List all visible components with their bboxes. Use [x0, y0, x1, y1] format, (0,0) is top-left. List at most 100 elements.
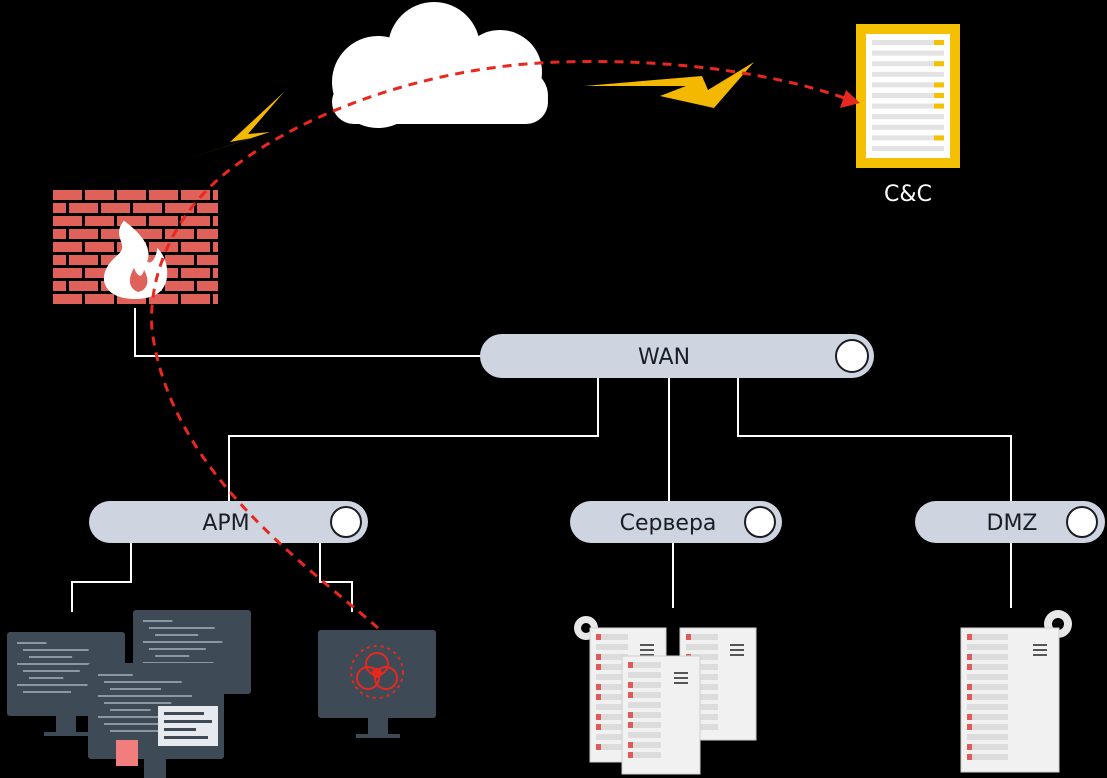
rack-slot — [596, 724, 628, 730]
firewall-brick — [213, 268, 218, 278]
code-line — [143, 620, 173, 622]
wan-switch: WAN — [480, 334, 874, 378]
attack-path — [150, 60, 851, 630]
firewall-brick — [181, 294, 210, 304]
firewall-brick — [53, 268, 82, 278]
firewall-brick — [181, 242, 210, 252]
firewall-brick — [101, 203, 130, 213]
code-line — [17, 663, 97, 665]
code-line — [155, 655, 190, 657]
rack-slot — [967, 684, 1008, 690]
rack-led — [628, 752, 633, 758]
attack-path-arrowhead — [840, 90, 860, 108]
link-arm-workstations — [71, 542, 132, 612]
firewall-brick — [165, 203, 194, 213]
rack-slot — [628, 692, 661, 698]
firewall-brick — [165, 255, 194, 265]
fire-icon — [103, 220, 168, 299]
servers-label: Сервера — [620, 511, 717, 536]
arm-label: АРМ — [202, 511, 249, 536]
menu-icon — [730, 644, 744, 646]
firewall-brick — [197, 203, 218, 213]
cnc-led — [934, 135, 944, 141]
rack-slot — [967, 674, 1008, 680]
cnc-row — [872, 135, 944, 141]
firewall-brick — [85, 268, 114, 278]
rack-led — [628, 662, 633, 668]
network-links — [71, 308, 1012, 612]
rack-led — [628, 692, 633, 698]
rack-slot — [686, 674, 718, 680]
firewall-brick — [69, 203, 98, 213]
rack-slot — [596, 684, 628, 690]
code-line — [155, 634, 199, 636]
code-line — [110, 688, 162, 690]
rack-slot — [596, 674, 628, 680]
cnc-row — [872, 124, 944, 130]
code-line — [110, 709, 151, 711]
lightning-icon — [584, 62, 754, 108]
firewall-brick — [53, 190, 82, 200]
rack-slot — [686, 704, 718, 710]
rack-slot — [628, 672, 661, 678]
firewall-brick — [85, 190, 114, 200]
rack-led — [596, 744, 601, 750]
link-firewall-wan — [134, 308, 482, 357]
code-line — [29, 656, 73, 658]
menu-icon — [640, 649, 654, 651]
rack-led — [967, 664, 972, 670]
firewall-brick — [149, 190, 178, 200]
rack-slot — [596, 644, 628, 650]
firewall-brick — [69, 229, 98, 239]
rack-led — [596, 714, 601, 720]
rack-slot — [967, 744, 1008, 750]
firewall-brick — [85, 216, 114, 226]
rack-slot — [967, 644, 1008, 650]
rack-led — [967, 724, 972, 730]
rack-led — [596, 664, 601, 670]
rack-slot — [596, 634, 628, 640]
cnc-row — [872, 103, 944, 109]
rack-led — [628, 742, 633, 748]
code-line — [23, 649, 89, 651]
firewall-brick — [101, 229, 130, 239]
firewall-brick — [133, 229, 162, 239]
code-line — [98, 716, 182, 718]
cnc-row — [872, 40, 944, 45]
link-arm-infected — [319, 542, 353, 612]
firewall-brick — [213, 294, 218, 304]
firewall-brick — [53, 216, 82, 226]
lightning-icon — [184, 92, 284, 160]
code-line — [149, 627, 215, 629]
rack-led — [628, 682, 633, 688]
menu-icon — [730, 654, 744, 656]
rack-slot — [967, 664, 1008, 670]
code-line — [98, 695, 192, 697]
cnc-row — [872, 61, 944, 67]
server-rack-icon — [960, 627, 1060, 773]
rack-slot — [628, 742, 661, 748]
arm-switch: АРМ — [89, 501, 368, 543]
rack-led — [596, 634, 601, 640]
firewall-brick — [53, 229, 66, 239]
code-line — [104, 681, 182, 683]
firewall-brick — [53, 294, 82, 304]
firewall-brick — [181, 268, 210, 278]
rack-led — [967, 634, 972, 640]
cnc-row — [872, 114, 944, 120]
rack-slot — [686, 684, 718, 690]
firewall-brick — [85, 242, 114, 252]
cnc-server-icon — [856, 24, 960, 168]
firewall-brick — [149, 242, 178, 252]
rack-slot — [628, 712, 661, 718]
rack-slot — [686, 714, 718, 720]
firewall-brick — [181, 216, 210, 226]
dmz-label: DMZ — [987, 511, 1038, 536]
rack-led — [967, 714, 972, 720]
firewall-brick — [197, 229, 218, 239]
rack-slot — [967, 734, 1008, 740]
rack-slot — [686, 724, 718, 730]
monitor-icon — [88, 663, 224, 778]
rack-slot — [596, 704, 628, 710]
